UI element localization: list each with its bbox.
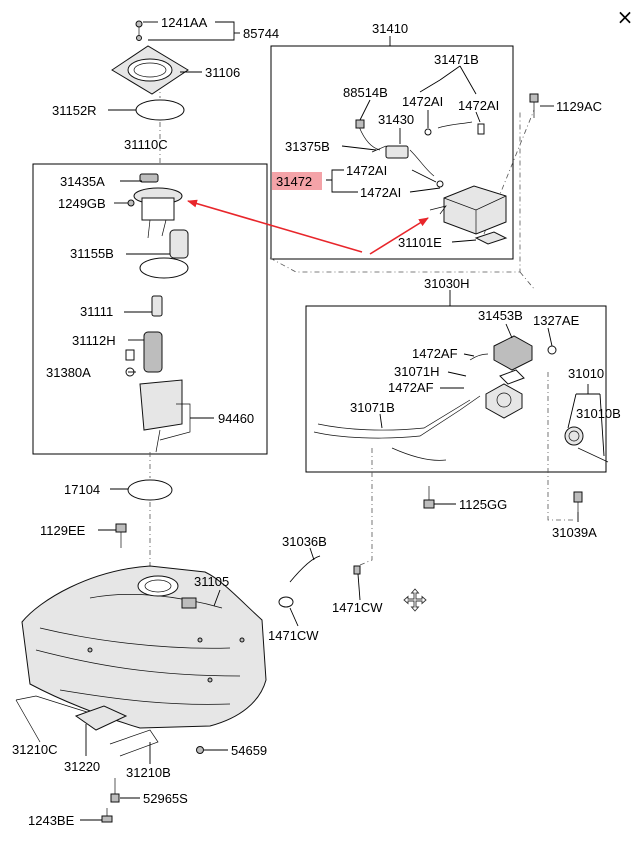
label-31375B[interactable]: 31375B <box>285 139 330 154</box>
filler-neck-31071B-part <box>313 395 481 461</box>
vapor-hoses-part <box>355 119 485 188</box>
gasket-ring-part <box>135 99 185 121</box>
filler-housing-part <box>485 369 525 419</box>
bolt-52965S-part <box>110 778 120 803</box>
label-31030H[interactable]: 31030H <box>424 276 470 291</box>
tank-strap-31210B-part <box>109 729 159 757</box>
label-1471CW-a[interactable]: 1471CW <box>268 628 319 643</box>
label-31220[interactable]: 31220 <box>64 759 100 774</box>
label-31105[interactable]: 31105 <box>194 574 229 589</box>
label-1472AI-b[interactable]: 1472AI <box>458 98 499 113</box>
label-31036B[interactable]: 31036B <box>282 534 327 549</box>
label-1472AI-d[interactable]: 1472AI <box>360 185 401 200</box>
fuel-tank-part <box>21 565 267 729</box>
label-1125GG[interactable]: 1125GG <box>459 497 507 512</box>
label-54659[interactable]: 54659 <box>231 743 267 758</box>
tank-gasket-ring-part <box>127 479 173 501</box>
assembly-line <box>269 110 521 273</box>
label-31106[interactable]: 31106 <box>205 65 240 80</box>
bolt-1243BE-part <box>101 808 113 823</box>
label-31152R[interactable]: 31152R <box>52 103 97 118</box>
label-1472AI-a[interactable]: 1472AI <box>402 94 443 109</box>
leader-lines <box>80 21 605 821</box>
heat-protector-31220-part <box>74 705 128 731</box>
red-arrow-to-canister <box>369 217 429 255</box>
hose-31036B-part <box>289 555 321 583</box>
label-31039A[interactable]: 31039A <box>552 525 597 540</box>
part-labels: 1241AA 85744 31106 31152R 31110C 31435A … <box>12 15 621 828</box>
label-1129EE[interactable]: 1129EE <box>40 523 86 538</box>
red-arrow-to-pump <box>187 199 363 253</box>
label-31071H[interactable]: 31071H <box>394 364 440 379</box>
filter-31453B-part <box>493 335 533 371</box>
move-icon[interactable] <box>403 588 427 612</box>
label-31210C[interactable]: 31210C <box>12 742 58 757</box>
label-31435A[interactable]: 31435A <box>60 174 105 189</box>
label-1471CW-b[interactable]: 1471CW <box>332 600 383 615</box>
label-31410[interactable]: 31410 <box>372 21 408 36</box>
label-1249GB[interactable]: 1249GB <box>58 196 106 211</box>
fuel-cap-31010-part <box>564 426 609 463</box>
assembly-line <box>483 109 535 235</box>
label-1472AF-a[interactable]: 1472AF <box>412 346 458 361</box>
label-31471B[interactable]: 31471B <box>434 52 479 67</box>
filler-neck-group-box <box>305 305 607 473</box>
label-31010B[interactable]: 31010B <box>576 406 621 421</box>
label-31430[interactable]: 31430 <box>378 112 414 127</box>
bolt-1129AC-part <box>529 93 539 118</box>
label-85744[interactable]: 85744 <box>243 26 279 41</box>
label-31210B[interactable]: 31210B <box>126 765 171 780</box>
label-31071B[interactable]: 31071B <box>350 400 395 415</box>
label-31472[interactable]: 31472 <box>276 174 312 189</box>
label-31453B[interactable]: 31453B <box>478 308 523 323</box>
vent-hose-31071H-part <box>469 353 489 361</box>
label-31110C[interactable]: 31110C <box>124 137 168 152</box>
canister-31420-part <box>429 185 508 245</box>
close-icon[interactable]: × <box>616 5 634 29</box>
assembly-line <box>359 448 373 566</box>
bolt-1125GG-part <box>423 486 435 509</box>
bolt-1241AA-part <box>135 20 143 41</box>
label-31111[interactable]: 31111 <box>80 304 113 319</box>
label-17104[interactable]: 17104 <box>64 482 100 497</box>
label-1241AA[interactable]: 1241AA <box>161 15 208 30</box>
label-1472AF-b[interactable]: 1472AF <box>388 380 434 395</box>
highlighted-part-31472 <box>272 172 322 190</box>
clip-54659-part <box>196 746 204 754</box>
label-31155B[interactable]: 31155B <box>70 246 114 261</box>
evap-canister-group-box <box>270 45 514 260</box>
label-1243BE[interactable]: 1243BE <box>28 813 75 828</box>
label-1327AE[interactable]: 1327AE <box>533 313 580 328</box>
assembly-line <box>519 271 536 291</box>
bolt-1129EE-part <box>115 523 127 548</box>
label-1129AC[interactable]: 1129AC <box>556 99 602 114</box>
fuel-pump-module-part <box>125 173 191 453</box>
label-94460[interactable]: 94460 <box>218 411 254 426</box>
clamp-1471CW-part <box>278 565 361 608</box>
clip-1327AE-part <box>547 345 557 355</box>
assembly-line <box>547 372 576 521</box>
pump-cover-plate-part <box>111 45 189 95</box>
label-31112H[interactable]: 31112H <box>72 333 116 348</box>
label-31101E[interactable]: 31101E <box>398 235 442 250</box>
label-88514B[interactable]: 88514B <box>343 85 388 100</box>
label-52965S[interactable]: 52965S <box>143 791 188 806</box>
label-31010[interactable]: 31010 <box>568 366 604 381</box>
part-31039A <box>573 491 583 512</box>
label-1472AI-c[interactable]: 1472AI <box>346 163 387 178</box>
label-31380A[interactable]: 31380A <box>46 365 91 380</box>
